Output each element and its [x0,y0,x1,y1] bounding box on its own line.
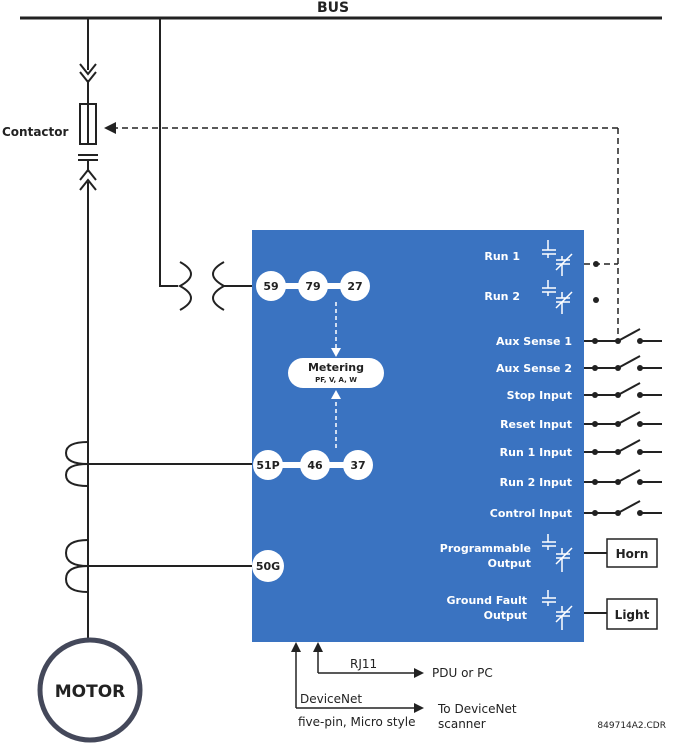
pdu-label: PDU or PC [432,666,493,680]
phase-ct [64,441,256,487]
horn-label: Horn [616,547,649,561]
input-run-1: Run 1 Input [500,446,572,459]
element-37 [343,450,373,480]
programmable-output-l1: Programmable [440,542,531,555]
ground-fault-output-l2: Output [484,609,527,622]
devicenet-label: DeviceNet [300,692,362,706]
element-59 [256,271,286,301]
label-46: 46 [307,459,323,472]
element-46 [300,450,330,480]
input-aux-sense-1: Aux Sense 1 [496,335,572,348]
label-59: 59 [263,280,278,293]
light-label: Light [615,608,650,622]
metering-sub: PF, V, A, W [315,376,357,384]
input-control: Control Input [490,507,572,520]
drawing-id: 849714A2.CDR [597,721,666,731]
ground-fault-output-l1: Ground Fault [446,594,527,607]
output-run-2: Run 2 [484,290,520,303]
comms-lines [295,648,418,709]
label-50g: 50G [256,560,280,573]
label-27: 27 [347,280,362,293]
element-79 [298,271,328,301]
input-switches [584,328,662,514]
output-contacts [542,240,573,630]
rj11-label: RJ11 [350,657,377,671]
motor-label: MOTOR [55,682,126,702]
horn-box [606,538,658,568]
metering-box [288,358,384,388]
contactor-control-line [114,127,619,342]
motor-symbol [37,637,143,743]
scanner-label-l2: scanner [438,717,486,731]
label-51p: 51P [256,459,279,472]
element-27 [340,271,370,301]
ground-ct [64,539,256,593]
scanner-label-l1: To DeviceNet [437,702,517,716]
input-aux-sense-2: Aux Sense 2 [496,362,572,375]
element-50g [252,550,284,582]
label-37: 37 [350,459,365,472]
label-79: 79 [305,280,320,293]
input-run-2: Run 2 Input [500,476,572,489]
motor-feeder [78,18,98,638]
input-reset: Reset Input [500,418,572,431]
metering-title: Metering [308,361,364,374]
contactor-label: Contactor [2,125,69,139]
input-stop: Stop Input [507,389,572,402]
element-51p [253,450,283,480]
devicenet-sub-label: five-pin, Micro style [298,715,415,729]
output-run-1: Run 1 [484,250,520,263]
switch-terminals [592,261,643,516]
voltage-transformer [159,18,256,311]
programmable-output-l2: Output [488,557,531,570]
light-box [606,598,658,630]
bus-label: BUS [317,0,349,16]
